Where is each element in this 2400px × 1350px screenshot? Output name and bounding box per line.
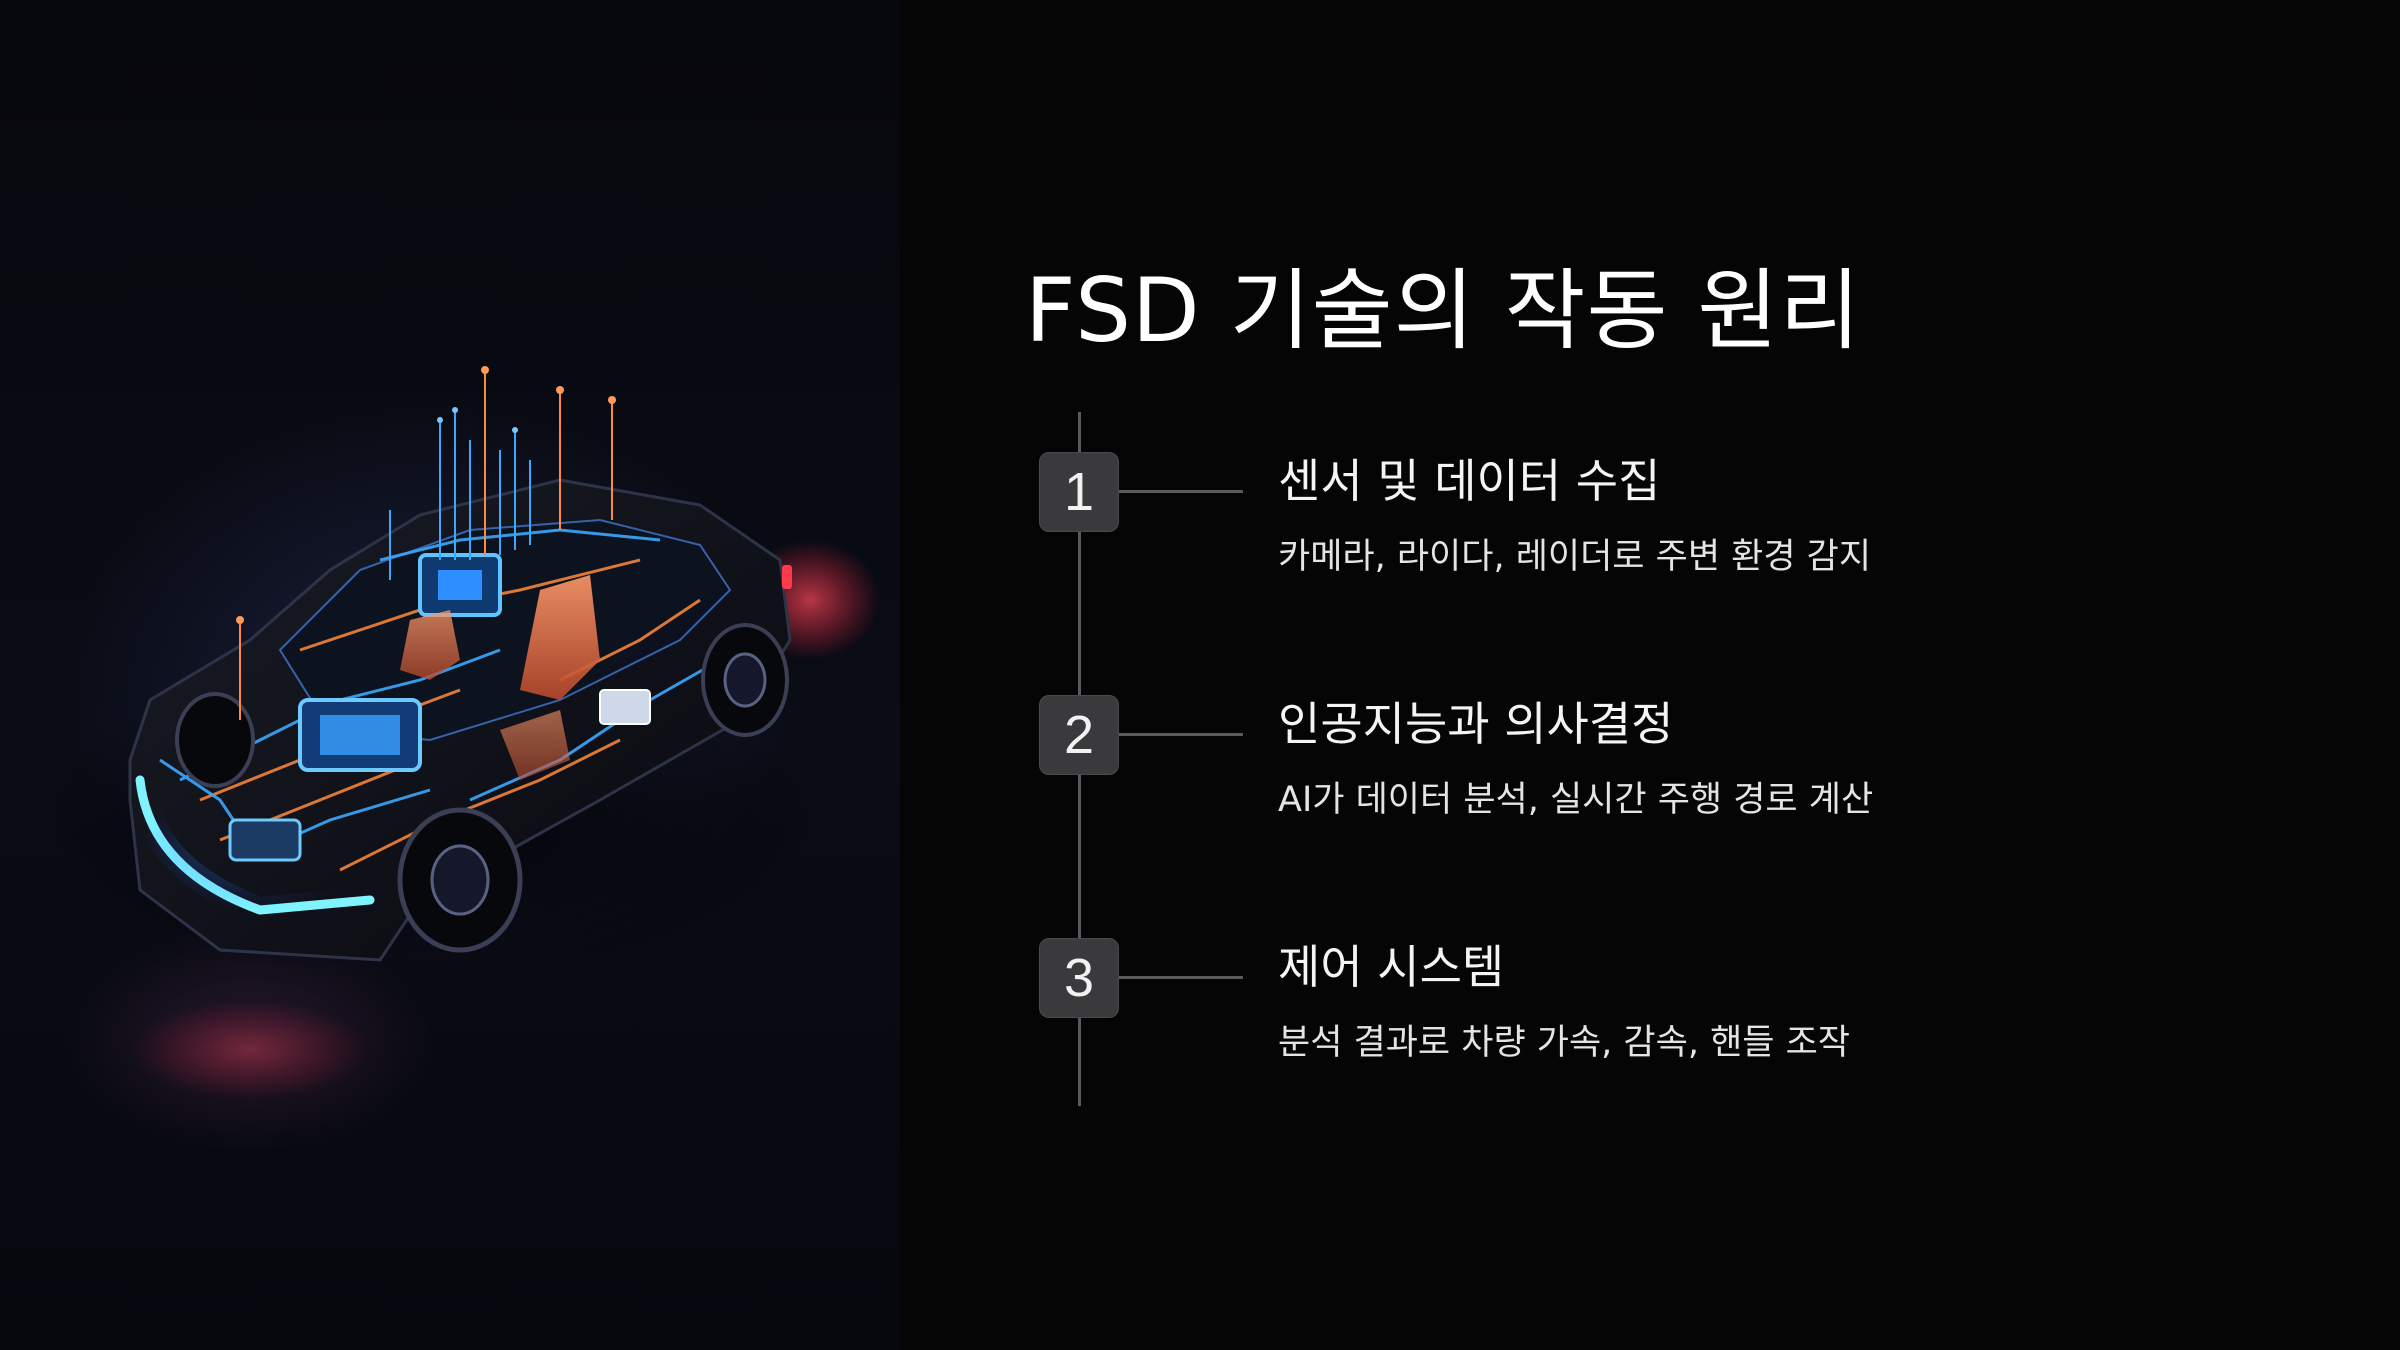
step-title: 제어 시스템 — [1278, 940, 1505, 994]
step-title: 센서 및 데이터 수집 — [1278, 454, 1661, 508]
step-connector — [1119, 733, 1243, 736]
step-description: 분석 결과로 차량 가속, 감속, 핸들 조작 — [1278, 1023, 1851, 1063]
timeline-step-3: 3 제어 시스템 분석 결과로 차량 가속, 감속, 핸들 조작 — [0, 0, 2400, 1063]
step-description: AI가 데이터 분석, 실시간 주행 경로 계산 — [1278, 780, 1874, 820]
step-title: 인공지능과 의사결정 — [1278, 697, 1674, 751]
step-number-badge: 3 — [1039, 938, 1119, 1018]
autonomous-car-illustration — [30, 366, 880, 1100]
timeline-step-2: 2 인공지능과 의사결정 AI가 데이터 분석, 실시간 주행 경로 계산 — [0, 0, 2400, 820]
step-connector — [1119, 976, 1243, 979]
timeline-step-1: 1 센서 및 데이터 수집 카메라, 라이다, 레이더로 주변 환경 감지 — [0, 0, 2400, 577]
step-connector — [1119, 490, 1243, 493]
step-description: 카메라, 라이다, 레이더로 주변 환경 감지 — [1278, 537, 1872, 577]
illustration-panel — [0, 0, 900, 1350]
slide-title: FSD 기술의 작동 원리 — [1025, 259, 1862, 362]
step-number-badge: 2 — [1039, 695, 1119, 775]
step-number-badge: 1 — [1039, 452, 1119, 532]
